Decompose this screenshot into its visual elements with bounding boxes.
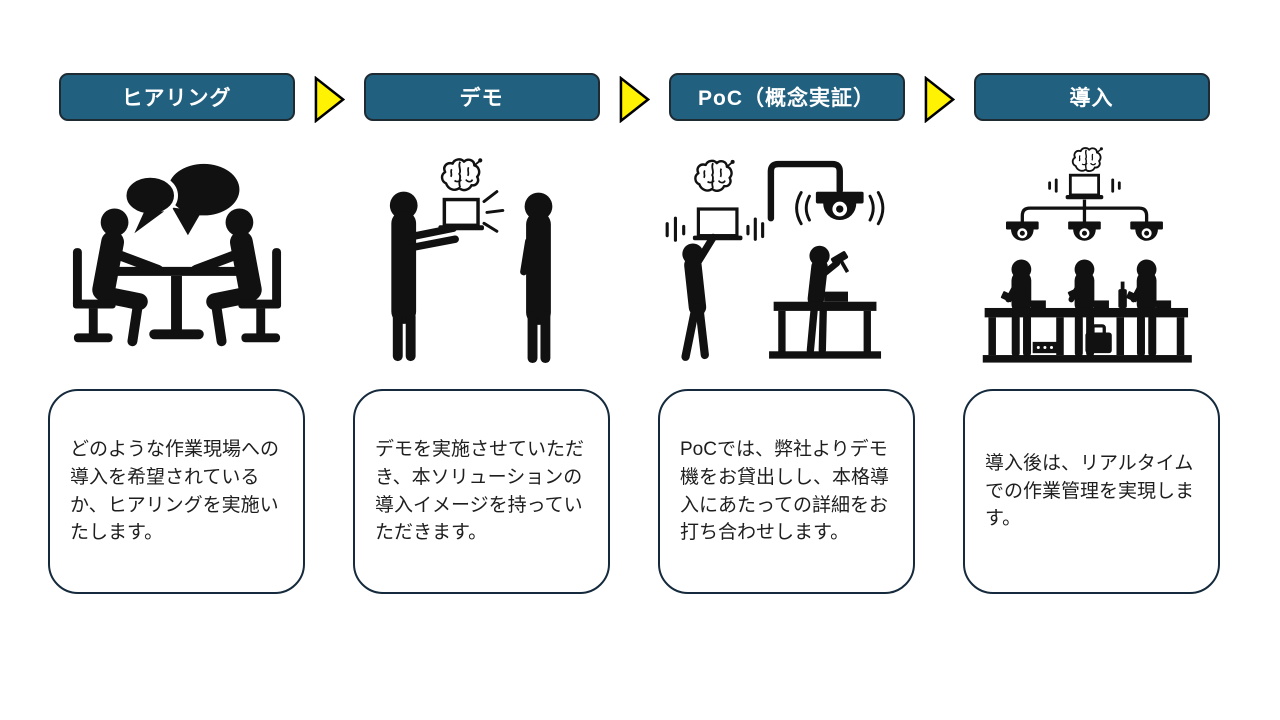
flow-arrow-icon <box>924 76 954 123</box>
step-header-hearing: ヒアリング <box>58 73 295 121</box>
step-title: PoC（概念実証） <box>698 87 875 110</box>
laptop <box>437 197 484 231</box>
poc-camera-test-icon <box>665 158 885 361</box>
step-icon-area <box>963 146 1220 372</box>
workbench <box>769 291 882 359</box>
step-description-box: PoCでは、弊社よりデモ機をお貸出しし、本格導入にあたっての詳細をお打ち合わせし… <box>658 389 915 594</box>
person-holding-laptop <box>681 233 717 361</box>
meeting-discussion-icon <box>72 163 281 347</box>
step-icon-area <box>658 146 915 372</box>
signal-bars <box>665 216 765 242</box>
step-description: デモを実施させていただき、本ソリューションの導入イメージを持っていただきます。 <box>375 438 585 544</box>
step-column-hearing: ヒアリング <box>48 73 305 594</box>
ai-brain-icon <box>440 157 483 192</box>
step-column-deployment: 導入 <box>963 73 1220 594</box>
step-description-box: どのような作業現場への導入を希望されているか、ヒアリングを実施いたします。 <box>48 389 305 594</box>
worker-1 <box>1000 259 1031 358</box>
presenter-person <box>389 191 459 362</box>
step-title: デモ <box>459 87 504 110</box>
flow-arrow-icon <box>314 76 344 123</box>
ai-brain-icon <box>694 158 736 192</box>
flow-arrow-icon <box>619 76 649 123</box>
person-right-seated <box>190 208 281 347</box>
step-header-demo: デモ <box>363 73 600 121</box>
security-camera-icon <box>815 191 864 220</box>
deployment-monitoring-icon <box>982 146 1192 363</box>
laptop-demo-presentation-icon <box>389 157 552 364</box>
speech-bubbles <box>122 163 239 236</box>
worker-3 <box>1125 259 1157 358</box>
step-description-box: デモを実施させていただき、本ソリューションの導入イメージを持っていただきます。 <box>353 389 610 594</box>
step-title: 導入 <box>1069 87 1114 110</box>
laptop <box>1065 173 1103 200</box>
step-icon-area <box>353 146 610 372</box>
step-icon-area <box>48 146 305 372</box>
security-camera-icon <box>1129 221 1163 241</box>
step-column-demo: デモ <box>353 73 610 594</box>
step-description: 導入後は、リアルタイムでの作業管理を実現します。 <box>985 452 1195 530</box>
ai-brain-icon <box>1071 146 1103 172</box>
security-camera-icon <box>1005 221 1039 241</box>
worker-at-bench <box>806 245 850 354</box>
step-description-box: 導入後は、リアルタイムでの作業管理を実現します。 <box>963 389 1220 594</box>
signal-bars <box>1047 178 1121 193</box>
laptop <box>692 206 743 240</box>
person-left-seated <box>72 208 163 347</box>
process-flow: ヒアリング <box>48 73 1220 594</box>
security-camera-icon <box>1067 221 1101 241</box>
flow-arrow-cell <box>610 76 658 123</box>
connection-cable <box>767 160 843 221</box>
step-header-deployment: 導入 <box>973 73 1210 121</box>
step-title: ヒアリング <box>121 87 232 110</box>
step-description: どのような作業現場への導入を希望されているか、ヒアリングを実施いたします。 <box>70 438 280 544</box>
step-column-poc: PoC（概念実証） <box>658 73 915 594</box>
projection-rays <box>481 190 504 233</box>
sound-waves <box>795 190 885 225</box>
flow-arrow-cell <box>915 76 963 123</box>
network-tree-connector <box>1020 199 1148 224</box>
step-header-poc: PoC（概念実証） <box>668 73 905 121</box>
assembly-bench <box>982 281 1192 363</box>
flow-arrow-cell <box>305 76 353 123</box>
viewer-person <box>519 192 552 364</box>
step-description: PoCでは、弊社よりデモ機をお貸出しし、本格導入にあたっての詳細をお打ち合わせし… <box>680 438 890 544</box>
